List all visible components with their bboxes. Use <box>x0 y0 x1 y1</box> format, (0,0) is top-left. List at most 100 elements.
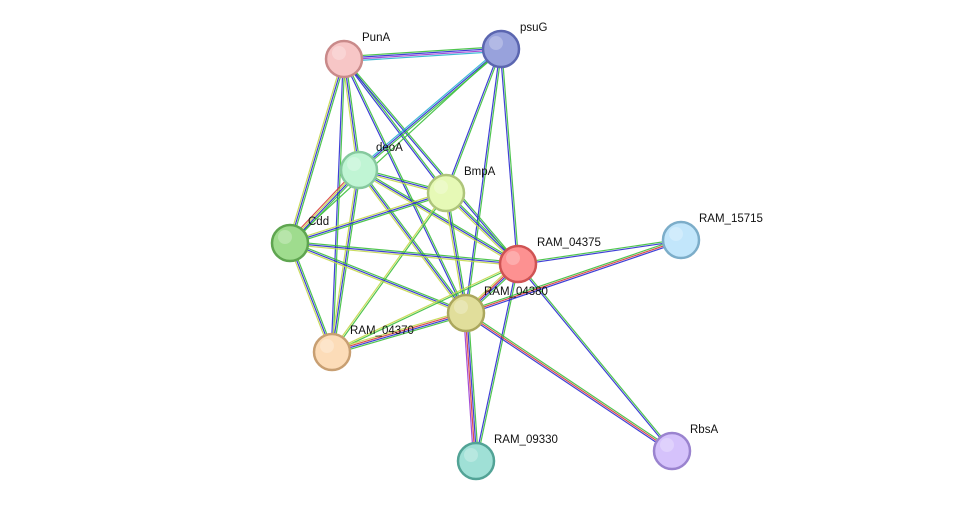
edge-line-blue <box>358 169 519 265</box>
edge-line-green <box>359 168 520 264</box>
edge-line-red <box>465 312 673 452</box>
edge-line-blue <box>330 58 344 352</box>
edge-line-yellow <box>331 310 466 351</box>
node-label: RAM_04375 <box>537 237 601 249</box>
node-highlight <box>464 448 478 462</box>
edge-deoA-RAM_04370 <box>329 169 362 353</box>
edge-line-blue <box>289 242 333 353</box>
node-highlight <box>347 157 361 171</box>
edge-RAM_04375-RAM_04370 <box>331 262 519 354</box>
node-highlight <box>489 36 503 50</box>
node-circle[interactable] <box>481 29 521 69</box>
edge-line-blue <box>343 47 501 59</box>
edge-line-green <box>466 49 503 314</box>
node-highlight <box>320 339 334 353</box>
edge-RAM_04380-RAM_15715 <box>465 237 682 316</box>
edge-line-red <box>464 313 476 462</box>
edge-line-blue <box>464 313 672 453</box>
edge-line-cyan <box>344 50 502 62</box>
node-highlight <box>660 438 674 452</box>
edge-line-green <box>465 237 681 313</box>
edge-psuG-Cdd <box>289 48 502 244</box>
edge-line-yellow <box>443 193 466 314</box>
node-label: RAM_04380 <box>484 286 548 298</box>
edge-line-green <box>290 59 347 244</box>
node-RbsA[interactable]: RbsA <box>652 424 718 471</box>
node-Cdd[interactable]: Cdd <box>270 216 329 263</box>
edge-line-blue <box>499 49 518 265</box>
edge-line-yellow <box>357 170 518 266</box>
node-circle[interactable] <box>498 244 538 284</box>
edge-line-green <box>332 170 362 353</box>
edge-line-green <box>446 192 469 313</box>
edge-RAM_04380-RAM_09330 <box>463 312 479 462</box>
node-circle[interactable] <box>312 332 352 372</box>
edge-line-purple <box>344 49 502 61</box>
edge-line-yellow <box>331 262 518 352</box>
edge-line-blue <box>466 240 682 316</box>
node-circle[interactable] <box>426 173 466 213</box>
node-RAM_04375[interactable]: RAM_04375 <box>498 237 601 284</box>
node-label: RAM_09330 <box>494 434 558 446</box>
edge-line-blue <box>464 48 501 313</box>
node-BmpA[interactable]: BmpA <box>426 166 496 213</box>
edge-line-yellow <box>287 243 332 353</box>
edge-line-blue <box>342 59 466 314</box>
edge-line-green <box>501 48 520 264</box>
edge-BmpA-RAM_04380 <box>443 192 469 314</box>
node-label: psuG <box>520 22 548 34</box>
node-highlight <box>332 46 346 60</box>
edge-line-yellow <box>287 58 344 243</box>
edge-line-blue <box>466 312 478 461</box>
node-deoA[interactable]: deoA <box>339 142 403 190</box>
node-psuG[interactable]: psuG <box>481 22 548 69</box>
edge-BmpA-Cdd <box>289 190 447 246</box>
edge-line-green <box>332 59 346 353</box>
edge-line-blue <box>342 59 518 265</box>
edge-line-green <box>290 240 467 313</box>
nodes-layer: PunA psuG deoA BmpA Cdd RAM_04375 RAM_15715RAM… <box>270 22 763 481</box>
edge-RAM_04380-RAM_04370 <box>331 310 467 355</box>
edge-line-green <box>344 58 468 313</box>
node-circle[interactable] <box>446 293 486 333</box>
edge-psuG-BmpA <box>444 48 503 194</box>
edge-deoA-RAM_04375 <box>357 168 520 266</box>
edge-line-cyan <box>357 47 501 170</box>
node-label: BmpA <box>464 166 496 178</box>
node-circle[interactable] <box>661 220 701 260</box>
edge-RAM_04375-RbsA <box>516 263 674 452</box>
edge-line-yellow <box>330 192 446 352</box>
edge-line-blue <box>518 240 682 266</box>
node-RAM_09330[interactable]: RAM_09330 <box>456 434 558 481</box>
node-circle[interactable] <box>339 150 379 190</box>
edge-RAM_04375-RAM_15715 <box>517 238 682 266</box>
node-circle[interactable] <box>456 441 496 481</box>
edge-line-green <box>332 264 519 354</box>
edge-line-green <box>344 58 520 264</box>
edge-psuG-RAM_04380 <box>464 48 503 314</box>
node-RAM_15715[interactable]: RAM_15715 <box>661 213 763 260</box>
edge-BmpA-RAM_04370 <box>330 192 448 353</box>
edge-line-green <box>446 49 503 194</box>
node-circle[interactable] <box>324 39 364 79</box>
node-RAM_04370[interactable]: RAM_04370 <box>312 325 414 372</box>
edge-line-blue <box>289 242 519 265</box>
edge-line-blue <box>516 264 672 452</box>
edge-line-yellow <box>289 243 518 267</box>
edge-line-blue <box>444 48 501 193</box>
node-circle[interactable] <box>652 431 692 471</box>
edge-line-blue <box>289 192 447 244</box>
edge-PunA-psuG <box>343 46 502 62</box>
node-highlight <box>454 300 468 314</box>
node-RAM_04380[interactable]: RAM_04380 <box>446 286 548 333</box>
edge-line-green <box>359 168 468 313</box>
edge-line-green <box>289 48 502 244</box>
edge-line-yellow <box>329 169 359 352</box>
node-label: RbsA <box>690 424 718 436</box>
node-highlight <box>278 230 292 244</box>
edge-line-green <box>466 311 674 451</box>
node-PunA[interactable]: PunA <box>324 32 390 79</box>
node-circle[interactable] <box>270 223 310 263</box>
edge-line-blue <box>445 192 467 314</box>
